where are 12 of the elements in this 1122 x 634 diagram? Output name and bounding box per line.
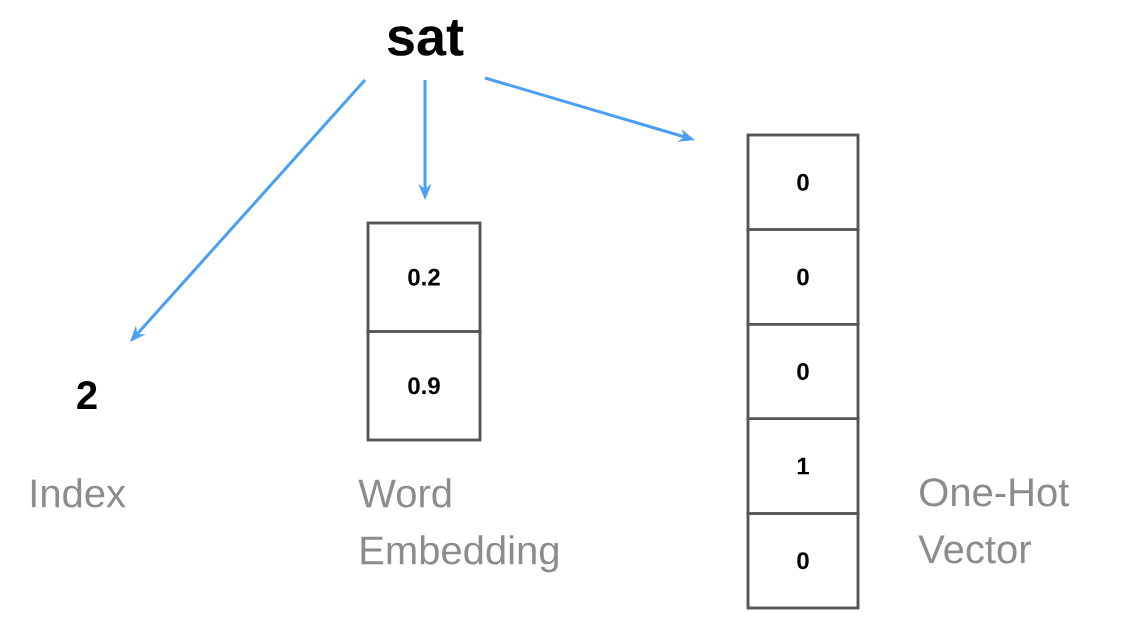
vector-cell: 1 [746,417,860,515]
vector-cell: 0 [746,512,860,610]
vector-cell: 0.2 [366,221,482,333]
vector-cell: 0 [746,133,860,231]
vector-cell: 0 [746,228,860,326]
word-label: sat [387,20,464,56]
node-label: Index [31,478,126,508]
vector-cell: 0.9 [366,330,482,442]
vector-cell: 0 [746,322,860,421]
word-label: 2 [77,381,97,409]
node-label: One-Hot Vector [918,478,1070,564]
node-label: Word Embedding [358,478,558,573]
